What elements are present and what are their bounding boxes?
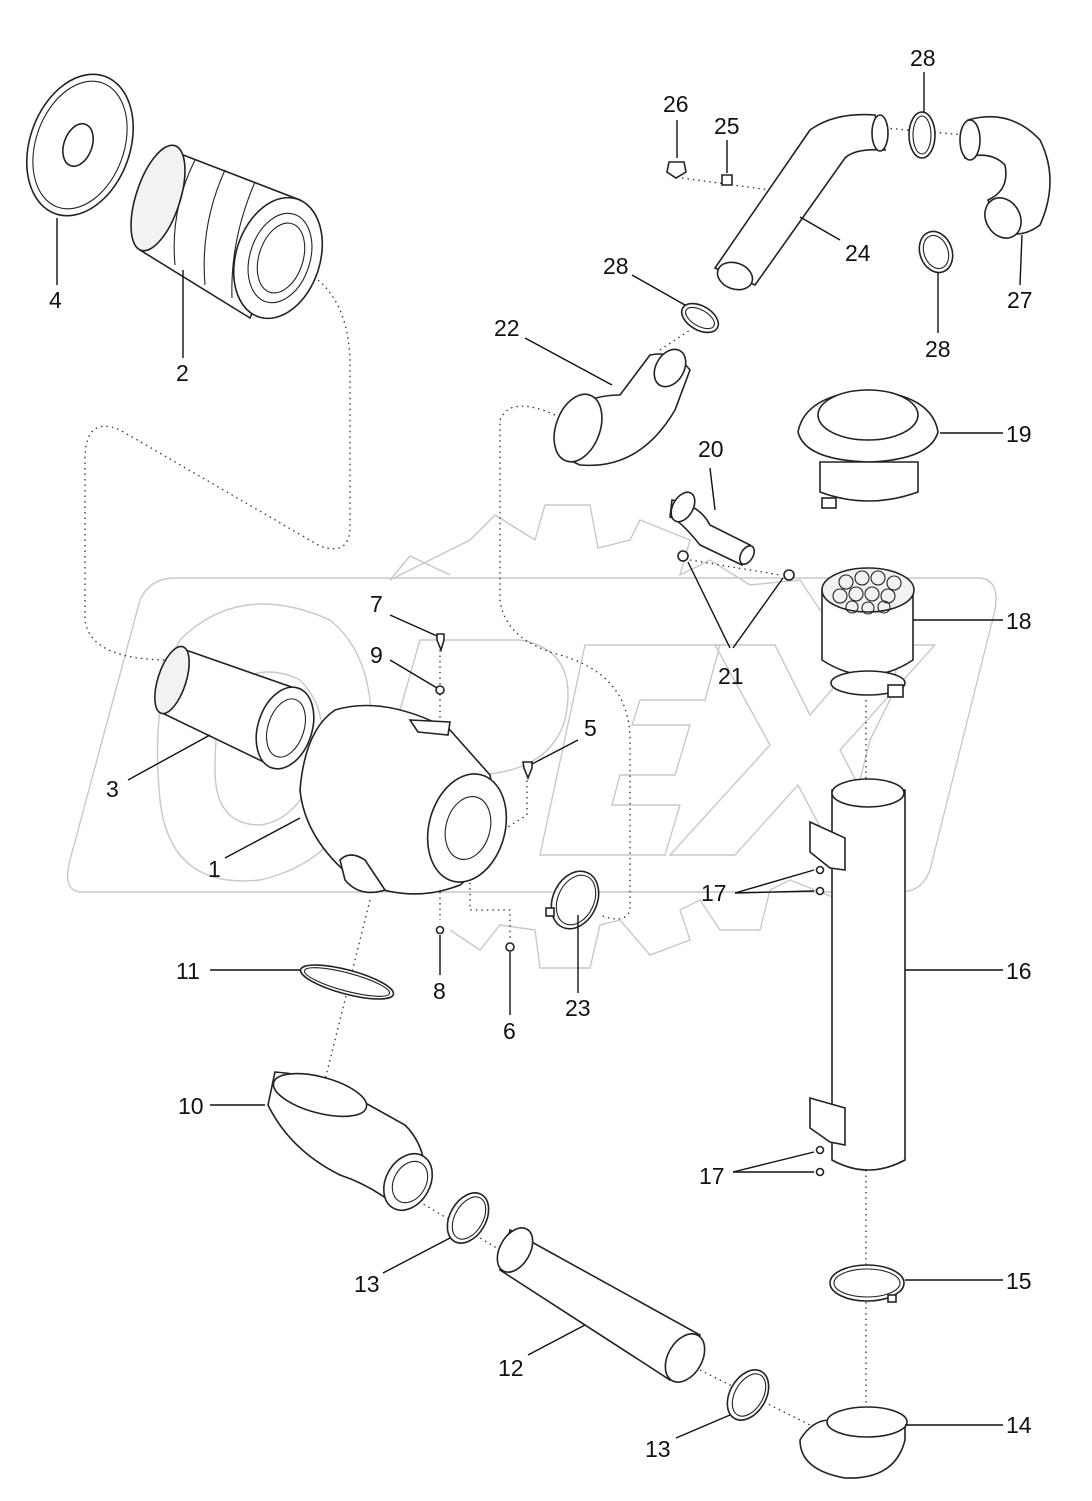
part-13-clamps — [446, 1192, 770, 1421]
callout-28-right: 28 — [925, 336, 951, 362]
part-22-elbow — [553, 348, 691, 467]
callout-16: 16 — [1006, 958, 1032, 984]
callout-23: 23 — [565, 995, 591, 1021]
callouts: 4 2 3 1 7 9 5 8 6 11 10 13 12 13 23 26 2… — [49, 45, 1033, 1462]
callout-27: 27 — [1007, 287, 1033, 313]
part-16-precleaner-pipe — [809, 778, 906, 1177]
part-21-small-clamps — [677, 550, 795, 581]
callout-22: 22 — [494, 315, 520, 341]
callout-13-lower: 13 — [645, 1436, 671, 1462]
callout-13-upper: 13 — [354, 1271, 380, 1297]
callout-26: 26 — [663, 91, 689, 117]
callout-5: 5 — [584, 715, 597, 741]
callout-12: 12 — [498, 1355, 524, 1381]
callout-15: 15 — [1006, 1268, 1032, 1294]
part-14-elbow — [799, 1406, 908, 1479]
callout-28-left: 28 — [603, 253, 629, 279]
callout-3: 3 — [106, 776, 119, 802]
callout-18: 18 — [1006, 608, 1032, 634]
hardware-bolts — [435, 633, 533, 952]
part-24-intake-pipe — [713, 113, 889, 291]
part-27-u-elbow — [959, 115, 1051, 239]
part-19-rain-cap — [797, 389, 939, 509]
part-10-intake-elbow — [267, 1071, 434, 1212]
callout-8: 8 — [433, 978, 446, 1004]
part-15-clamp — [829, 1264, 905, 1303]
part-2-primary-filter — [130, 144, 324, 320]
callout-1: 1 — [208, 856, 221, 882]
callout-10: 10 — [178, 1093, 204, 1119]
part-18-precleaner — [821, 567, 915, 698]
callout-11: 11 — [176, 958, 200, 984]
callout-19: 19 — [1006, 421, 1032, 447]
callout-17-lower: 17 — [699, 1163, 725, 1189]
part-28-clamps — [680, 111, 954, 334]
part-11-clamp-ring — [299, 964, 395, 1000]
callout-20: 20 — [698, 436, 724, 462]
callout-6: 6 — [503, 1018, 516, 1044]
callout-7: 7 — [370, 591, 383, 617]
callout-28-top: 28 — [910, 45, 936, 71]
part-4-gasket — [25, 73, 135, 217]
callout-25: 25 — [714, 113, 740, 139]
opex-watermark — [66, 504, 997, 969]
part-23-hose-clamp — [545, 870, 600, 930]
part-25-26-hardware — [666, 161, 733, 186]
callout-14: 14 — [1006, 1412, 1032, 1438]
part-1-air-cleaner-housing — [299, 704, 508, 895]
callout-24: 24 — [845, 240, 871, 266]
part-20-small-hose — [669, 491, 756, 567]
callout-21: 21 — [718, 663, 744, 689]
callout-4: 4 — [49, 287, 62, 313]
leader-lines — [56, 72, 1023, 1439]
callout-9: 9 — [370, 642, 383, 668]
part-12-tube — [496, 1227, 706, 1383]
part-3-secondary-filter — [154, 645, 315, 770]
callout-17-upper: 17 — [701, 880, 727, 906]
callout-2: 2 — [176, 360, 189, 386]
